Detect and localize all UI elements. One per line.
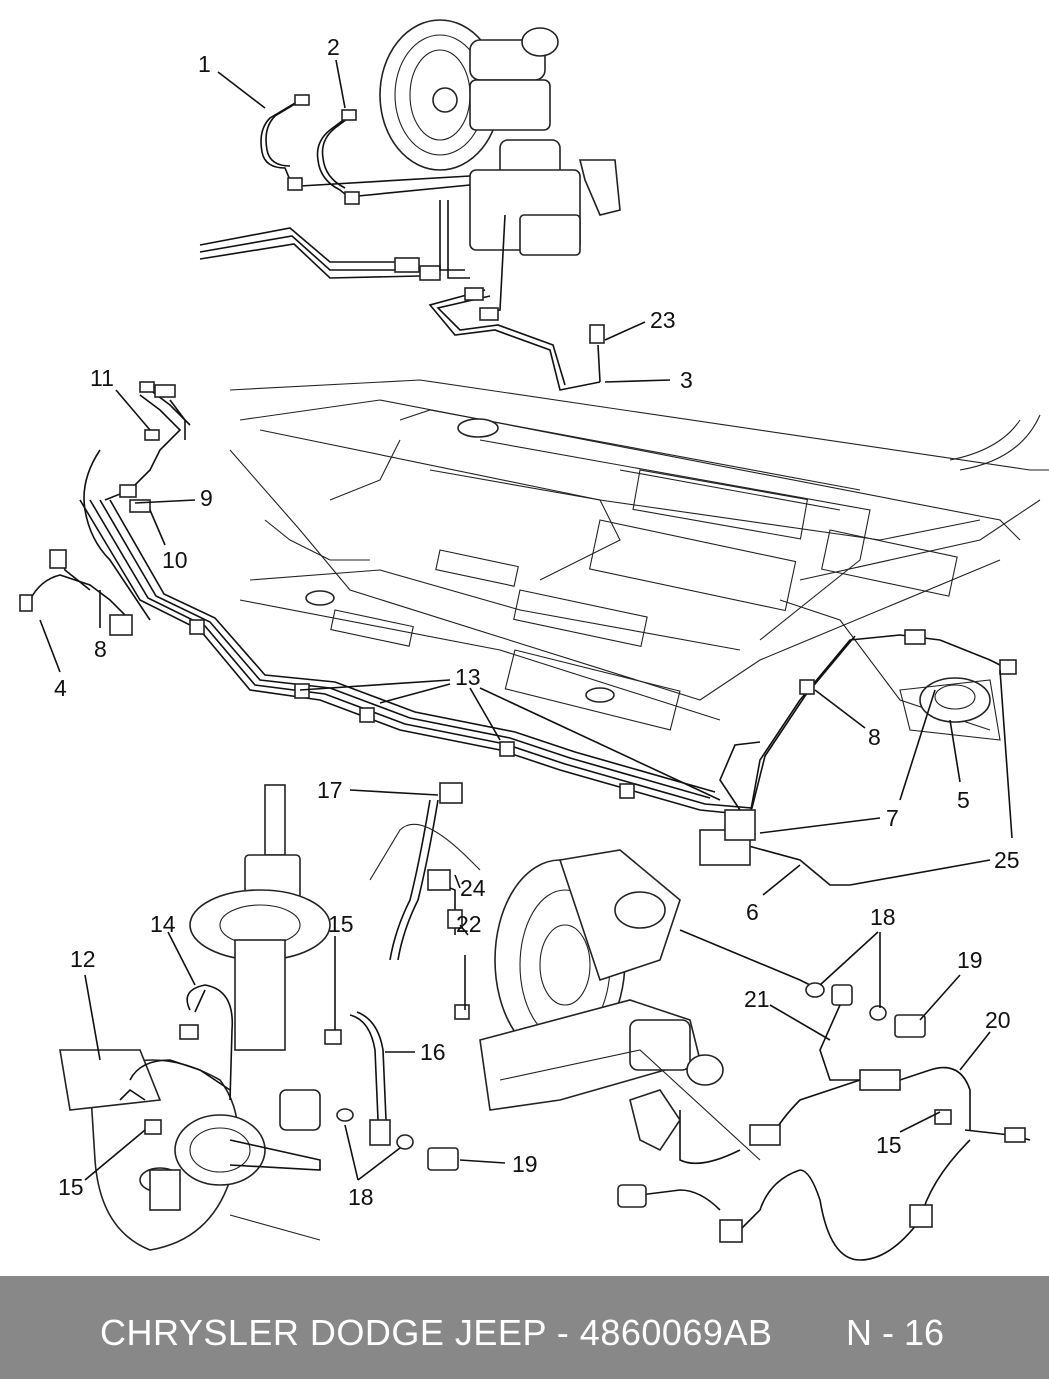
callout-3: 3 bbox=[680, 367, 693, 393]
callout-1: 1 bbox=[198, 51, 211, 77]
callout-18-front: 18 bbox=[348, 1184, 374, 1210]
callouts: 1 2 23 3 11 9 10 8 4 13 8 5 7 25 6 17 24… bbox=[54, 34, 1020, 1210]
callout-11: 11 bbox=[90, 365, 114, 391]
callout-15-knuckle: 15 bbox=[58, 1174, 84, 1200]
front-brake-tubes bbox=[199, 94, 605, 391]
brake-booster-assembly bbox=[379, 19, 621, 256]
callout-19-front: 19 bbox=[512, 1151, 538, 1177]
callout-13: 13 bbox=[455, 664, 481, 690]
brake-line-diagram: 1 2 23 3 11 9 10 8 4 13 8 5 7 25 6 17 24… bbox=[19, 19, 1049, 1261]
callout-15-rear: 15 bbox=[876, 1132, 902, 1158]
callout-23: 23 bbox=[650, 307, 676, 333]
callout-22: 22 bbox=[456, 911, 482, 937]
callout-8-left: 8 bbox=[94, 636, 107, 662]
callout-8-right: 8 bbox=[868, 724, 881, 750]
callout-5: 5 bbox=[957, 787, 970, 813]
front-strut-assembly bbox=[59, 784, 331, 1251]
callout-4: 4 bbox=[54, 675, 67, 701]
callout-19-rear: 19 bbox=[957, 947, 983, 973]
page-reference: N - 16 bbox=[846, 1312, 945, 1353]
callout-7: 7 bbox=[886, 805, 899, 831]
floor-pan bbox=[229, 379, 1049, 741]
callout-17: 17 bbox=[317, 777, 343, 803]
diagram-area: 1 2 23 3 11 9 10 8 4 13 8 5 7 25 6 17 24… bbox=[19, 19, 1049, 1261]
callout-12: 12 bbox=[70, 946, 96, 972]
brake-line-bundle bbox=[79, 499, 1017, 886]
front-brake-hose bbox=[324, 782, 481, 1171]
callout-24: 24 bbox=[460, 875, 486, 901]
callout-21: 21 bbox=[744, 986, 770, 1012]
callout-16: 16 bbox=[420, 1039, 446, 1065]
rear-brake-assembly bbox=[454, 849, 1031, 1261]
callout-9: 9 bbox=[200, 485, 213, 511]
callout-20: 20 bbox=[985, 1007, 1011, 1033]
callout-6: 6 bbox=[746, 899, 759, 925]
callout-14: 14 bbox=[150, 911, 176, 937]
callout-15-strut: 15 bbox=[328, 911, 354, 937]
leader-lines bbox=[39, 59, 1013, 1181]
part-number-caption: CHRYSLER DODGE JEEP - 4860069AB bbox=[100, 1312, 773, 1353]
callout-10: 10 bbox=[162, 547, 188, 573]
caption-bar: CHRYSLER DODGE JEEP - 4860069AB N - 16 bbox=[0, 1276, 1049, 1379]
callout-18-rear: 18 bbox=[870, 904, 896, 930]
callout-25: 25 bbox=[994, 847, 1020, 873]
callout-2: 2 bbox=[327, 34, 340, 60]
